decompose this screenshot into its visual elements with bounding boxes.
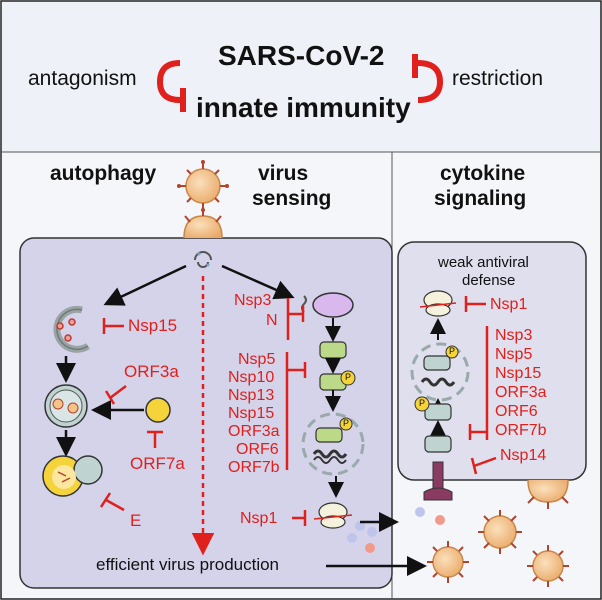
ribosome-sensing	[313, 502, 353, 529]
inhibitor-n: N	[266, 312, 278, 329]
section-cytokine-line1: cytokine	[440, 162, 526, 185]
outcome-label: efficient virus production	[96, 555, 280, 574]
inhibitor-nsp13: Nsp13	[228, 387, 275, 404]
phagophore	[53, 305, 90, 353]
restriction-bracket	[412, 54, 444, 103]
panel-title-line2: defense	[462, 272, 516, 289]
section-sensing-line2: sensing	[252, 187, 332, 210]
phospho-label-3: P	[449, 346, 456, 356]
virus-particles	[177, 160, 569, 587]
phospho-label-1: P	[345, 372, 352, 382]
antagonism-bracket	[156, 60, 186, 112]
header-band	[2, 2, 600, 152]
header-subtitle: innate immunity	[196, 92, 411, 123]
inhibitor-orf7b-cytokine: ORF7b	[495, 422, 547, 439]
inhibitor-orf7b-sensing: ORF7b	[228, 459, 280, 476]
section-signaling-line2: signaling	[434, 187, 527, 210]
section-autophagy: autophagy	[50, 162, 157, 185]
ribosome-cytokine	[419, 290, 457, 317]
phospho-stat	[414, 396, 430, 412]
phospho-1	[340, 370, 356, 386]
phospho-label-4: P	[419, 398, 426, 408]
inhibitor-nsp15-autophagy: Nsp15	[128, 316, 178, 335]
inhibitor-nsp5-sensing: Nsp5	[238, 351, 276, 368]
autophagy-inhibition-bars	[99, 318, 163, 512]
rlr-receptor	[301, 292, 354, 318]
viral-rna-entry	[194, 251, 212, 268]
autolysosome	[42, 455, 103, 497]
arrow-to-autophagy	[103, 264, 187, 306]
autophagosome	[44, 384, 88, 428]
inhibitor-orf3a-autophagy: ORF3a	[124, 362, 179, 381]
inhibitor-orf3a-sensing: ORF3a	[228, 423, 280, 440]
section-virus-line1: virus	[258, 162, 309, 185]
inhibitor-orf3a-cytokine: ORF3a	[495, 384, 547, 401]
inhibitor-e: E	[130, 511, 142, 530]
inhibitor-nsp15-cytokine: Nsp15	[495, 365, 542, 382]
inhibitor-nsp1-cytokine: Nsp1	[490, 296, 528, 313]
nucleus-cytokine	[410, 342, 470, 402]
panel-title-line1: weak antiviral	[438, 254, 529, 271]
inhibitor-nsp15-sensing: Nsp15	[228, 405, 275, 422]
stat-node-2	[424, 435, 452, 453]
nucleus-sensing	[301, 412, 365, 476]
inhibitor-orf6-cytokine: ORF6	[495, 403, 538, 420]
sensing-inhibition-bars	[285, 298, 307, 526]
inhibitor-orf7a: ORF7a	[130, 454, 185, 473]
restriction-label: restriction	[452, 67, 544, 90]
ifn-receptor	[423, 461, 453, 501]
phospho-label-2: P	[343, 418, 350, 428]
antagonism-label: antagonism	[28, 67, 137, 90]
inhibitor-nsp3-cytokine: Nsp3	[495, 327, 533, 344]
inhibitor-nsp1-sensing: Nsp1	[240, 510, 278, 527]
lysosome	[145, 397, 171, 423]
mavs-node	[319, 341, 347, 359]
inhibitor-nsp10: Nsp10	[228, 369, 275, 386]
cytokines-released	[347, 521, 377, 553]
inhibitor-orf6-sensing: ORF6	[236, 441, 279, 458]
cytokine-inhibition-bars	[464, 296, 497, 475]
inhibitor-nsp14: Nsp14	[500, 447, 547, 464]
arrow-to-sensing	[221, 264, 295, 300]
header-title: SARS-CoV-2	[218, 40, 385, 71]
inhibitor-nsp3-sensing: Nsp3	[234, 292, 272, 309]
cytokines-incoming	[415, 507, 445, 525]
inhibitor-nsp5-cytokine: Nsp5	[495, 346, 533, 363]
